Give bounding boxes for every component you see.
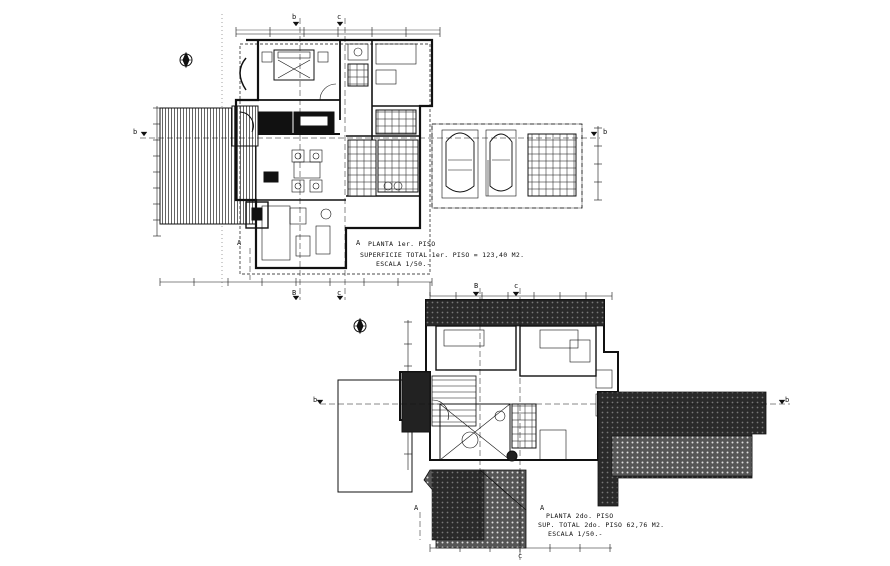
section-arrow: [316, 399, 324, 405]
sink: [347, 43, 369, 61]
patio-tiles: [527, 133, 577, 197]
section-arrow: [590, 131, 598, 137]
section-mark-a-right2: A: [540, 504, 545, 512]
roof-bottom-dark: [431, 469, 485, 541]
section-arrow: [292, 295, 300, 301]
bed: [539, 329, 579, 349]
sofa: [315, 225, 331, 255]
plant: [506, 450, 518, 462]
section-mark-b-top: b: [292, 13, 297, 21]
floor1-area: SUPERFICIE TOTAL 1er. PISO = 123,40 M2.: [360, 251, 525, 259]
bedroom-3: [519, 325, 597, 377]
bathtub: [375, 43, 417, 65]
section-mark-b-top2: B: [474, 282, 479, 290]
stove-burner: [383, 181, 393, 191]
kitchen-tiles: [347, 139, 377, 197]
floor2-title: PLANTA 2do. PISO: [546, 512, 614, 520]
section-arrow: [336, 21, 344, 27]
floor1-scale: ESCALA 1/50.-: [376, 260, 431, 268]
study-desk: [261, 205, 291, 261]
floor1-title: PLANTA 1er. PISO: [368, 240, 436, 248]
car-outline: [441, 129, 479, 199]
chair: [309, 149, 323, 163]
bathroom-tiles: [375, 109, 417, 135]
bed-small: [569, 339, 591, 363]
plant: [320, 208, 332, 220]
car-outline: [485, 129, 517, 197]
section-mark-a-right1: A: [356, 239, 361, 247]
floor2-area: SUP. TOTAL 2do. PISO 62,76 M2.: [538, 521, 665, 529]
section-mark-b-right: b: [603, 128, 608, 136]
section-arrow: [778, 399, 786, 405]
roof-right-lower: [611, 435, 753, 477]
pillow: [277, 51, 311, 59]
section-arrow: [336, 295, 344, 301]
side-table: [263, 171, 279, 183]
door-swing: [319, 83, 337, 101]
bathtub-2: [539, 429, 567, 461]
fireplace-small: [245, 201, 269, 229]
stove-burner: [393, 181, 403, 191]
section-mark-c-top: c: [337, 13, 342, 21]
nightstand: [261, 51, 273, 63]
section-mark-c-bottom2: c: [518, 552, 523, 560]
bed: [273, 49, 315, 81]
floor1-boundary: [239, 43, 431, 275]
bed: [443, 329, 485, 347]
section-arrow: [140, 131, 148, 137]
section-mark-a-left1: A: [237, 239, 242, 247]
toilet-area: [375, 69, 397, 85]
section-mark-c-bottom1: c: [337, 289, 342, 297]
bathroom-floor: [347, 63, 369, 87]
table: [461, 431, 479, 449]
dining-table: [293, 161, 321, 179]
terrace-roof: [337, 379, 413, 493]
section-mark-b-bottom1: B: [292, 289, 297, 297]
chair: [291, 149, 305, 163]
stair-dark: [257, 111, 293, 135]
stair: [431, 375, 477, 427]
car: [489, 133, 513, 192]
chair: [291, 179, 305, 193]
chair: [309, 179, 323, 193]
lamp: [494, 410, 506, 422]
car: [445, 132, 475, 193]
section-mark-b-left2: b: [313, 396, 318, 404]
section-mark-c-top2: c: [514, 282, 519, 290]
wardrobe: [595, 369, 613, 389]
nightstand: [317, 51, 329, 63]
section-mark-b-right2: b: [785, 396, 790, 404]
section-mark-a-left2: A: [414, 504, 419, 512]
bay-window: [239, 57, 247, 91]
kitchen-floor: [377, 139, 419, 193]
bedroom-2: [435, 325, 517, 371]
wall-dark: [401, 371, 431, 433]
roof-band-top: [425, 299, 605, 327]
section-mark-b-left: b: [133, 128, 138, 136]
floor2-scale: ESCALA 1/50.-: [548, 530, 603, 538]
bathroom-tiles-2: [511, 403, 537, 449]
chair: [295, 235, 311, 257]
section-arrow: [512, 291, 520, 297]
section-arrow: [292, 21, 300, 27]
armchair: [289, 207, 307, 225]
section-arrow: [472, 291, 480, 297]
spiral-stair: [239, 111, 254, 133]
